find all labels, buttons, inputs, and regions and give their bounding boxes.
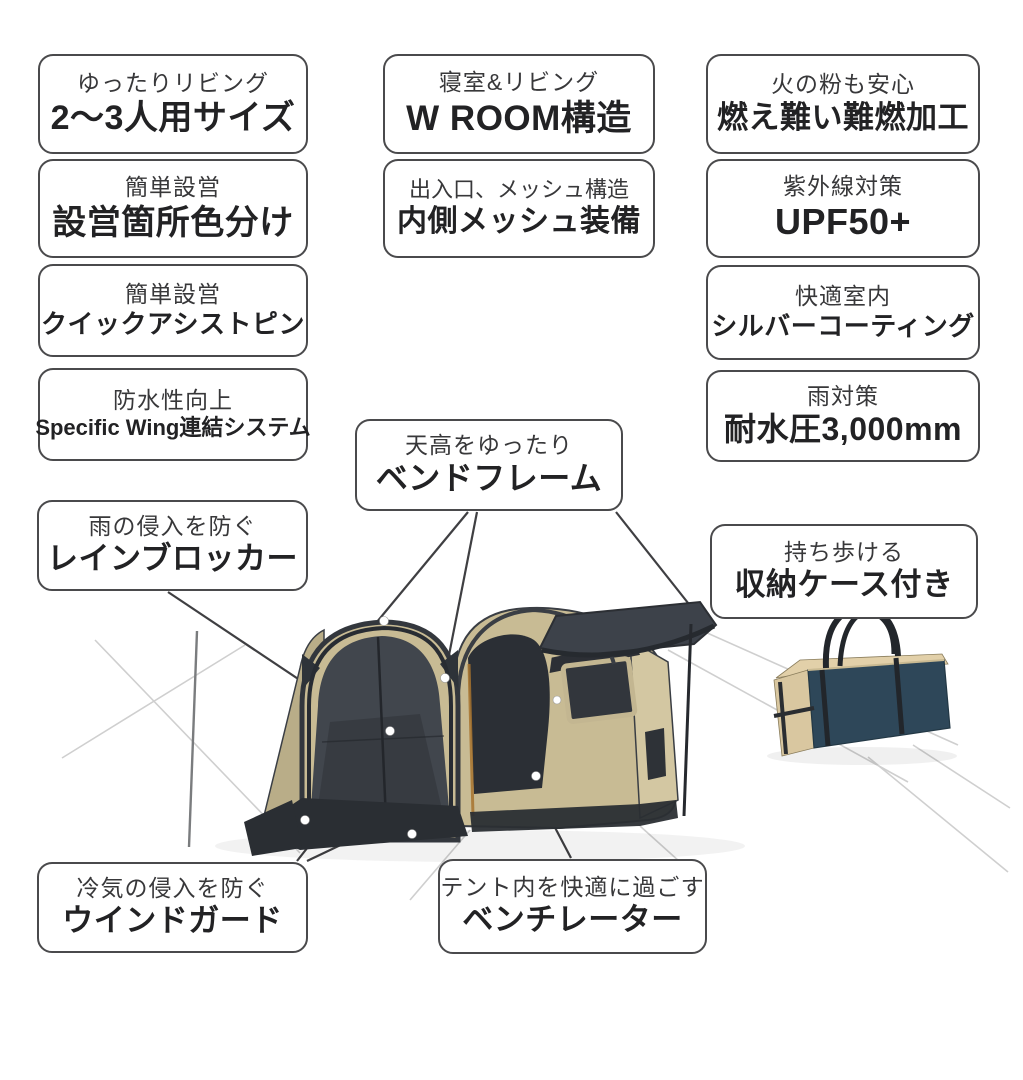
feature-box-uv-protection: 紫外線対策 UPF50+ xyxy=(706,159,980,258)
guy-rope-left xyxy=(187,630,199,848)
feature-title: クイックアシストピン xyxy=(41,309,305,340)
feature-box-living-size: ゆったりリビング 2〜3人用サイズ xyxy=(38,54,308,154)
feature-box-quick-assist-pin: 簡単設営 クイックアシストピン xyxy=(38,264,308,357)
feature-box-water-pressure: 雨対策 耐水圧3,000mm xyxy=(706,370,980,462)
storage-bag-illustration xyxy=(767,604,957,765)
feature-title: 2〜3人用サイズ xyxy=(50,99,296,138)
feature-box-color-coded: 簡単設営 設営箇所色分け xyxy=(38,159,308,258)
feature-label: 紫外線対策 xyxy=(783,173,903,200)
feature-box-inner-mesh: 出入口、メッシュ構造 内側メッシュ装備 xyxy=(383,159,655,258)
feature-label: 寝室&リビング xyxy=(438,69,600,96)
feature-title: ウインドガード xyxy=(62,903,283,939)
feature-label: 冷気の侵入を防ぐ xyxy=(76,874,269,901)
feature-label: 快適室内 xyxy=(795,282,891,309)
feature-title: 耐水圧3,000mm xyxy=(724,411,962,448)
feature-title: ベンドフレーム xyxy=(375,460,603,497)
feature-title: 燃え難い難燃加工 xyxy=(717,99,969,135)
feature-label: 簡単設営 xyxy=(125,280,221,307)
feature-title: W ROOM構造 xyxy=(406,98,632,138)
feature-title: 設営箇所色分け xyxy=(52,203,294,242)
feature-label: 防水性向上 xyxy=(113,387,233,414)
feature-box-flame-retardant: 火の粉も安心 燃え難い難燃加工 xyxy=(706,54,980,154)
feature-label: 雨対策 xyxy=(807,382,879,409)
feature-box-w-room: 寝室&リビング W ROOM構造 xyxy=(383,54,655,154)
reflective-dots xyxy=(300,616,562,839)
feature-box-bend-frame: 天高をゆったり ベンドフレーム xyxy=(355,419,623,511)
feature-label: 簡単設営 xyxy=(125,174,221,201)
feature-label: 出入口、メッシュ構造 xyxy=(408,177,629,203)
feature-label: ゆったりリビング xyxy=(77,69,269,96)
feature-label: 天高をゆったり xyxy=(405,431,573,458)
feature-label: 雨の侵入を防ぐ xyxy=(88,512,257,539)
feature-title: レインブロッカー xyxy=(46,541,299,577)
feature-box-storage-case: 持ち歩ける 収納ケース付き xyxy=(710,524,978,619)
feature-box-ventilator: テント内を快適に過ごす ベンチレーター xyxy=(438,859,707,954)
feature-title: 内側メッシュ装備 xyxy=(397,205,641,239)
feature-title: ベンチレーター xyxy=(462,902,683,938)
feature-title: 収納ケース付き xyxy=(734,567,954,603)
feature-label: 持ち歩ける xyxy=(784,538,904,565)
feature-box-specific-wing: 防水性向上 Specific Wing連結システム xyxy=(35,368,311,461)
feature-box-silver-coating: 快適室内 シルバーコーティング xyxy=(706,265,980,360)
feature-box-rain-blocker: 雨の侵入を防ぐ レインブロッカー xyxy=(37,500,308,591)
feature-title: UPF50+ xyxy=(774,201,912,243)
feature-label: テント内を快適に過ごす xyxy=(440,873,705,900)
tent-illustration xyxy=(215,600,745,862)
feature-box-wind-guard: 冷気の侵入を防ぐ ウインドガード xyxy=(37,862,308,953)
feature-title: シルバーコーティング xyxy=(711,311,975,342)
feature-label: 火の粉も安心 xyxy=(771,71,915,98)
feature-title: Specific Wing連結システム xyxy=(35,415,311,441)
